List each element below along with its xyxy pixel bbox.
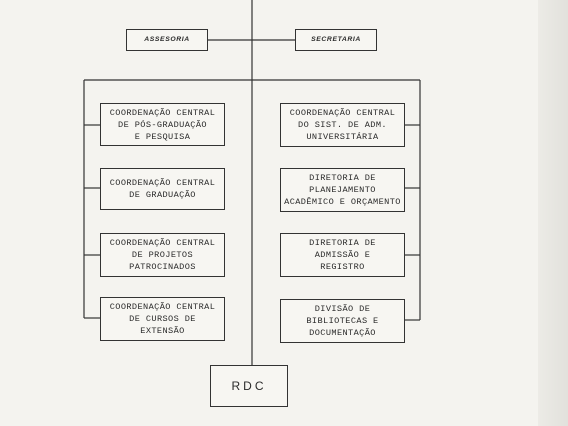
box-coord-projetos: COORDENAÇÃO CENTRAL DE PROJETOS PATROCIN… [100,233,225,277]
box-coord-graduacao: COORDENAÇÃO CENTRAL DE GRADUAÇÃO [100,168,225,210]
box-rdc: RDC [210,365,288,407]
page-edge [538,0,568,426]
box-diretoria-admissao: DIRETORIA DE ADMISSÃO E REGISTRO [280,233,405,277]
box-divisao-bibliotecas: DIVISÃO DE BIBLIOTECAS E DOCUMENTAÇÃO [280,299,405,343]
box-coord-extensao: COORDENAÇÃO CENTRAL DE CURSOS DE EXTENSÃ… [100,297,225,341]
box-secretaria: SECRETARIA [295,29,377,51]
box-coord-pos-graduacao: COORDENAÇÃO CENTRAL DE PÓS-GRADUAÇÃO E P… [100,103,225,146]
box-coord-sist-adm: COORDENAÇÃO CENTRAL DO SIST. DE ADM. UNI… [280,103,405,147]
box-diretoria-planejamento: DIRETORIA DE PLANEJAMENTO ACADÊMICO E OR… [280,168,405,212]
box-assessoria: ASSESORIA [126,29,208,51]
